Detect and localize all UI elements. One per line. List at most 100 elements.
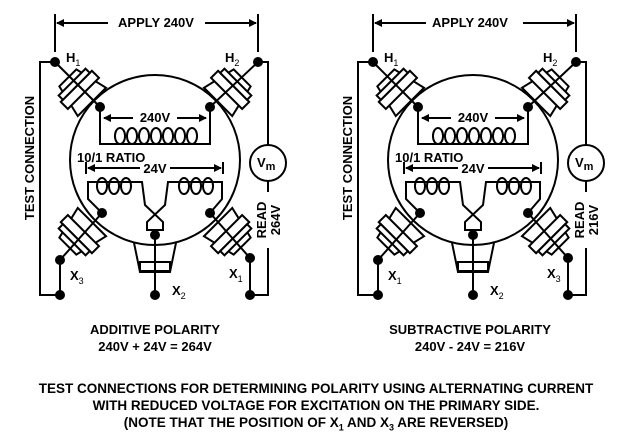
- voltmeter-icon: [567, 144, 605, 182]
- primary-voltage-label: 240V: [140, 110, 171, 125]
- bushing-flange: [57, 222, 92, 257]
- primary-coil-loop: [185, 127, 199, 145]
- test-connection-label: TEST CONNECTION: [22, 96, 37, 220]
- terminal-dot: [150, 290, 160, 300]
- secondary-coil-right-loop: [495, 177, 509, 195]
- terminal-dot: [95, 102, 105, 112]
- additive-polarity-diagram: APPLY 240V H1 H2 240V 10/1 RATIO 24V Vm …: [22, 14, 287, 354]
- primary-coil-loop: [491, 127, 505, 145]
- terminal-x-left-label: X1: [388, 268, 402, 286]
- caption-title: ADDITIVE POLARITY: [90, 322, 220, 337]
- primary-coil-loop: [479, 127, 493, 145]
- test-connection-label: TEST CONNECTION: [340, 96, 355, 220]
- terminal-dot: [563, 253, 573, 263]
- read-label: READ: [254, 202, 269, 239]
- secondary-coil-left-loop: [413, 177, 427, 195]
- diagram-geometry: [39, 14, 287, 300]
- diagram-geometry: [357, 14, 605, 300]
- terminal-dot: [55, 290, 65, 300]
- secondary-coil-right-loop: [189, 177, 203, 195]
- test-connection-wire: [357, 61, 378, 296]
- primary-coil-loop: [431, 127, 445, 145]
- secondary-coil-right-loop: [177, 177, 191, 195]
- bushing-flange: [536, 222, 571, 257]
- primary-coil-loop: [113, 127, 127, 145]
- terminal-h2-label: H2: [225, 50, 239, 68]
- h1-lead: [372, 61, 419, 108]
- voltmeter-icon: [249, 144, 287, 182]
- read-label: READ: [572, 202, 587, 239]
- terminal-dot: [205, 208, 215, 218]
- h1-lead: [54, 61, 101, 108]
- primary-coil-loop: [161, 127, 175, 145]
- x-left-lead: [59, 212, 103, 261]
- terminal-dot: [373, 290, 383, 300]
- x-right-lead: [527, 212, 569, 259]
- h2-lead: [527, 61, 577, 108]
- terminal-x-right-label: X3: [547, 266, 561, 284]
- read-value: 264V: [268, 204, 283, 235]
- terminal-dot: [468, 290, 478, 300]
- footer-line-1: TEST CONNECTIONS FOR DETERMINING POLARIT…: [38, 381, 594, 396]
- terminal-dot: [205, 102, 215, 112]
- x-left-lead: [377, 212, 421, 261]
- terminal-dot: [368, 57, 378, 67]
- terminal-h1-label: H1: [384, 50, 398, 68]
- bushing: [57, 67, 108, 118]
- voltmeter-wire-top: [258, 61, 269, 145]
- secondary-coil-right-loop: [519, 177, 533, 195]
- terminal-h2-label: H2: [543, 50, 557, 68]
- caption-title: SUBTRACTIVE POLARITY: [389, 322, 551, 337]
- footer-line-3: (NOTE THAT THE POSITION OF X1 AND X3 ARE…: [123, 415, 509, 433]
- bushing: [375, 206, 426, 257]
- x-right-lead: [209, 212, 251, 259]
- bushing-flange: [57, 67, 92, 102]
- primary-coil-loop: [467, 127, 481, 145]
- primary-voltage-label: 240V: [458, 110, 489, 125]
- primary-coil-loop: [443, 127, 457, 145]
- terminal-x-left-label: X3: [70, 268, 84, 286]
- secondary-coil-left-loop: [95, 177, 109, 195]
- voltmeter-wire-top: [576, 61, 587, 145]
- footer-line-2: WITH REDUCED VOLTAGE FOR EXCITATION ON T…: [92, 398, 540, 413]
- secondary-coil-right-loop: [507, 177, 521, 195]
- secondary-coil-left-loop: [119, 177, 133, 195]
- terminal-dot: [245, 290, 255, 300]
- h2-lead: [209, 61, 259, 108]
- terminal-dot: [55, 255, 65, 265]
- footer-note: TEST CONNECTIONS FOR DETERMINING POLARIT…: [0, 380, 632, 437]
- terminal-dot: [413, 102, 423, 112]
- bushing-flange: [375, 222, 410, 257]
- terminal-x-mid-label: X2: [172, 283, 186, 301]
- test-connection-wire: [39, 61, 60, 296]
- terminal-dot: [523, 208, 533, 218]
- primary-coil-loop: [503, 127, 517, 145]
- bushing: [520, 67, 571, 118]
- apply-voltage-label: APPLY 240V: [432, 15, 508, 30]
- read-value: 216V: [586, 204, 601, 235]
- voltmeter-wire-bottom: [250, 248, 269, 296]
- primary-coil-loop: [455, 127, 469, 145]
- primary-coil-loop: [125, 127, 139, 145]
- primary-coil-loop: [149, 127, 163, 145]
- terminal-dot: [468, 230, 478, 240]
- terminal-x-mid-label: X2: [490, 283, 504, 301]
- secondary-coil-left-loop: [425, 177, 439, 195]
- bushing: [57, 206, 108, 257]
- ratio-label: 10/1 RATIO: [77, 150, 145, 165]
- bushing-flange: [375, 67, 410, 102]
- terminal-dot: [253, 57, 263, 67]
- secondary-coil-left-loop: [107, 177, 121, 195]
- secondary-voltage-label: 24V: [143, 161, 166, 176]
- apply-voltage-label: APPLY 240V: [118, 15, 194, 30]
- terminal-h1-label: H1: [66, 50, 80, 68]
- voltmeter-label: Vm: [257, 155, 276, 173]
- primary-coil-loop: [173, 127, 187, 145]
- terminal-dot: [373, 255, 383, 265]
- caption-formula: 240V + 24V = 264V: [98, 339, 212, 354]
- bushing-flange: [218, 222, 253, 257]
- caption-formula: 240V - 24V = 216V: [415, 339, 526, 354]
- terminal-dot: [415, 208, 425, 218]
- terminal-dot: [571, 57, 581, 67]
- secondary-coil-right-loop: [201, 177, 215, 195]
